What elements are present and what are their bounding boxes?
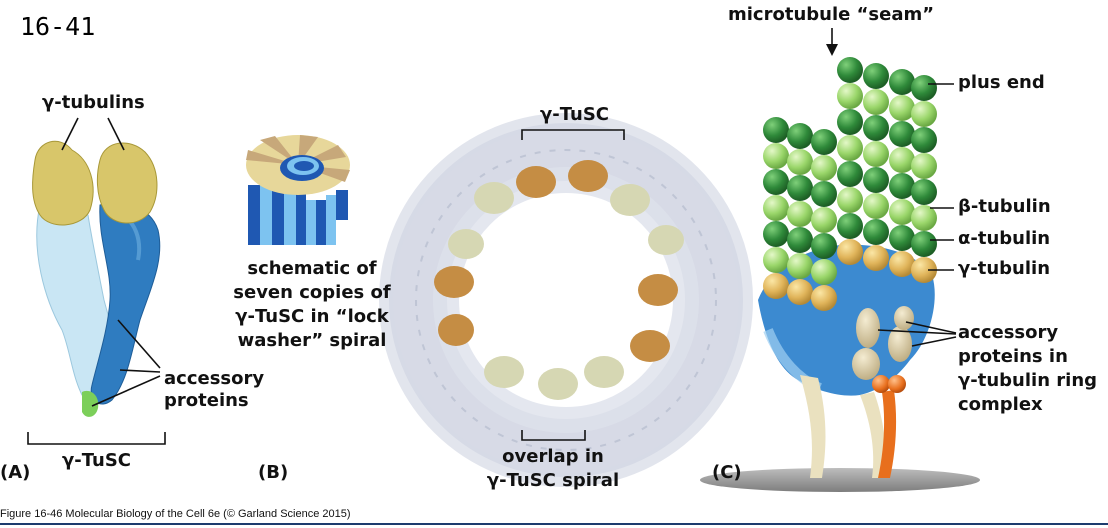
plus-end-label: plus end	[958, 72, 1045, 93]
beta-tubulin-subunit	[811, 129, 837, 155]
beta-tubulin-subunit	[787, 227, 813, 253]
lock-washer-schematic	[246, 135, 350, 245]
gamma-tusc-label-b: γ-TuSC	[540, 104, 610, 125]
figure-caption: Figure 16-46 Molecular Biology of the Ce…	[0, 508, 351, 520]
alpha-tubulin-subunit	[837, 83, 863, 109]
schematic-caption-line4: washer” spiral	[237, 330, 387, 351]
gamma-tubulin-subunit	[889, 251, 915, 277]
beta-tubulin-subunit	[863, 167, 889, 193]
gamma-tusc-label-a: γ-TuSC	[62, 450, 132, 471]
alpha-tubulin-subunit	[763, 195, 789, 221]
alpha-tubulin-subunit	[911, 101, 937, 127]
microtubule-on-ring-complex	[700, 28, 980, 492]
beta-tubulin-subunit	[763, 221, 789, 247]
gamma-tubulins-label: γ-tubulins	[42, 92, 145, 113]
alpha-tubulin-subunit	[763, 143, 789, 169]
beta-tubulin-subunit	[863, 63, 889, 89]
gamma-tubulin-subunit	[811, 285, 837, 311]
beta-tubulin-subunit	[911, 179, 937, 205]
beta-tubulin-subunit	[837, 161, 863, 187]
alpha-tubulin-subunit	[811, 207, 837, 233]
beta-tubulin-subunit	[811, 233, 837, 259]
alpha-tubulin-subunit	[889, 199, 915, 225]
gamma-tubulin-subunit	[837, 239, 863, 265]
overlap-label-line1: overlap in	[502, 446, 604, 467]
schematic-caption-line3: γ-TuSC in “lock	[235, 306, 389, 327]
alpha-tubulin-label: α-tubulin	[958, 228, 1051, 249]
beta-tubulin-subunit	[763, 117, 789, 143]
accessory-ring-label-line1: accessory	[958, 322, 1059, 343]
beta-tubulin-subunit	[889, 121, 915, 147]
gamma-tubulin-subunit	[863, 245, 889, 271]
accessory-ring-label-line4: complex	[958, 394, 1043, 415]
beta-tubulin-subunit	[863, 115, 889, 141]
alpha-tubulin-subunit	[863, 141, 889, 167]
beta-tubulin-subunit	[787, 123, 813, 149]
gamma-tubulin-label: γ-tubulin	[958, 258, 1051, 279]
panel-letter-c: (C)	[712, 462, 742, 483]
beta-tubulin-subunit	[889, 173, 915, 199]
alpha-tubulin-subunit	[811, 259, 837, 285]
accessory-proteins-label-line2: proteins	[164, 390, 249, 411]
beta-tubulin-subunit	[863, 219, 889, 245]
gamma-tubulin-subunit	[787, 279, 813, 305]
alpha-tubulin-subunit	[763, 247, 789, 273]
schematic-caption-line2: seven copies of	[233, 282, 391, 303]
beta-tubulin-subunit	[911, 127, 937, 153]
schematic-caption-line1: schematic of	[247, 258, 377, 279]
accessory-proteins-label-line1: accessory	[164, 368, 265, 389]
microtubule-seam-label: microtubule “seam”	[728, 4, 935, 25]
alpha-tubulin-subunit	[863, 193, 889, 219]
alpha-tubulin-subunit	[787, 253, 813, 279]
gamma-tubulin-subunit	[911, 257, 937, 283]
tubulin-lattice	[763, 57, 937, 311]
beta-tubulin-subunit	[763, 169, 789, 195]
alpha-tubulin-subunit	[787, 149, 813, 175]
beta-tubulin-subunit	[837, 213, 863, 239]
beta-tubulin-subunit	[837, 57, 863, 83]
gamma-tubulin-subunit	[763, 273, 789, 299]
accessory-ring-label-line2: proteins in	[958, 346, 1068, 367]
alpha-tubulin-subunit	[889, 95, 915, 121]
alpha-tubulin-subunit	[911, 205, 937, 231]
alpha-tubulin-subunit	[889, 147, 915, 173]
gamma-tubulin-molecule	[434, 160, 678, 362]
beta-tubulin-subunit	[837, 109, 863, 135]
panel-letter-a: (A)	[0, 462, 31, 483]
beta-tubulin-subunit	[911, 75, 937, 101]
gamma-tusc-ring-density	[379, 113, 753, 487]
alpha-tubulin-subunit	[911, 153, 937, 179]
gamma-tusc-surface-model	[27, 117, 166, 445]
alpha-tubulin-subunit	[811, 155, 837, 181]
beta-tubulin-subunit	[889, 225, 915, 251]
accessory-ring-label-line3: γ-tubulin ring	[958, 370, 1098, 391]
beta-tubulin-subunit	[889, 69, 915, 95]
alpha-tubulin-subunit	[837, 187, 863, 213]
footer-rule	[0, 523, 1108, 525]
slide-number: 16-41	[20, 12, 96, 41]
beta-tubulin-subunit	[911, 231, 937, 257]
tubulin-complex-molecule	[448, 182, 684, 400]
alpha-tubulin-subunit	[837, 135, 863, 161]
alpha-tubulin-subunit	[863, 89, 889, 115]
beta-tubulin-label: β-tubulin	[958, 196, 1051, 217]
beta-tubulin-subunit	[787, 175, 813, 201]
panel-letter-b: (B)	[258, 462, 289, 483]
alpha-tubulin-subunit	[787, 201, 813, 227]
beta-tubulin-subunit	[811, 181, 837, 207]
overlap-label-line2: γ-TuSC spiral	[486, 470, 620, 491]
